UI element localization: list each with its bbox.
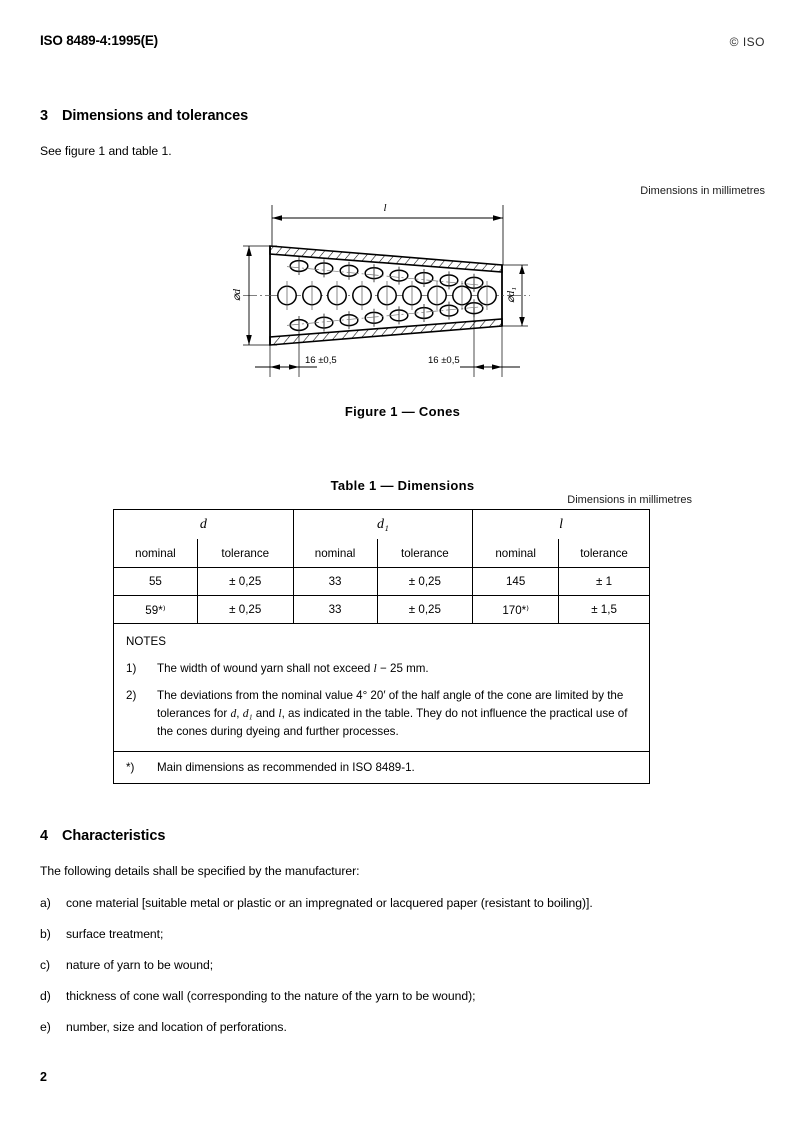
list-item-d-text: thickness of cone wall (corresponding to… (66, 989, 476, 1003)
list-item: c) nature of yarn to be wound; (40, 958, 213, 972)
table-footnote-row: *) Main dimensions as recommended in ISO … (113, 750, 650, 784)
clause-4-number: 4 (40, 828, 48, 844)
subheader-d1-nominal: nominal (292, 539, 378, 568)
group-header-d1: d₁ (292, 509, 474, 539)
footnote-text: Main dimensions as recommended in ISO 84… (157, 760, 415, 774)
cell-d1-nominal-2: 33 (292, 595, 378, 624)
subheader-l-nominal: nominal (472, 539, 560, 568)
edge-dimension-right: 16 ±0,5 (428, 308, 520, 377)
list-item-c-text: nature of yarn to be wound; (66, 958, 214, 972)
figure-units-note: Dimensions in millimetres (640, 185, 765, 197)
cell-d-tolerance-1: ± 0,25 (196, 567, 294, 596)
length-dimension: l (271, 202, 504, 265)
clause-4-heading: 4 Characteristics (40, 828, 165, 844)
edge-dimension-left: 16 ±0,5 (255, 334, 337, 377)
cell-l-tolerance-1: ± 1 (558, 567, 650, 596)
cone-technical-drawing-svg: l (231, 202, 530, 377)
length-dimension-label: l (383, 202, 386, 214)
diameter-small-label: ⌀d₁ (505, 287, 517, 303)
edge-dimension-right-label: 16 ±0,5 (428, 355, 460, 366)
list-item: a) cone material [suitable metal or plast… (40, 896, 593, 910)
list-item-b-label: b) (40, 927, 51, 941)
note-item-2: 2) The deviations from the nominal value … (126, 687, 637, 741)
subheader-d1-tolerance: tolerance (376, 539, 474, 568)
note-1-text: The width of wound yarn shall not exceed… (157, 661, 429, 675)
figure-1-caption: Figure 1 — Cones (344, 404, 461, 419)
table-row: 55 ± 0,25 33 ± 0,25 145 ± 1 (113, 567, 650, 596)
list-item-b-text: surface treatment; (66, 927, 164, 941)
page-header: ISO 8489-4:1995(E) © ISO (40, 33, 765, 53)
cell-l-tolerance-2: ± 1,5 (558, 595, 650, 624)
clause-3-title: Dimensions and tolerances (62, 108, 249, 124)
standard-reference: ISO 8489-4:1995(E) (40, 33, 158, 48)
clause-4-intro: The following details shall be specified… (40, 864, 360, 878)
edge-dimension-left-label: 16 ±0,5 (305, 355, 337, 366)
cell-d-tolerance-2: ± 0,25 (196, 595, 294, 624)
table-row: 59*⁾ ± 0,25 33 ± 0,25 170*⁾ ± 1,5 (113, 595, 650, 624)
clause-4-title: Characteristics (62, 828, 166, 844)
subheader-d-nominal: nominal (113, 539, 198, 568)
list-item-a-label: a) (40, 896, 51, 910)
table-1-caption: Table 1 — Dimensions (330, 478, 475, 493)
list-item: d) thickness of cone wall (corresponding … (40, 989, 475, 1003)
figure-1-cone-drawing: l (225, 195, 545, 385)
subheader-d-tolerance: tolerance (196, 539, 294, 568)
table-notes: NOTES 1) The width of wound yarn shall no… (113, 623, 650, 752)
copyright-notice: © ISO (729, 35, 765, 49)
table-group-header-row: d d₁ l (113, 509, 650, 539)
notes-title: NOTES (126, 635, 166, 648)
page-number: 2 (40, 1070, 47, 1084)
group-header-d: d (113, 509, 294, 539)
group-header-l: l (472, 509, 650, 539)
dimensions-table: d d₁ l nominal tolerance nominal toleran… (113, 509, 650, 784)
clause-3-heading: 3 Dimensions and tolerances (40, 108, 248, 124)
diameter-large-label: ⌀d (231, 288, 243, 301)
table-units-note: Dimensions in millimetres (567, 494, 692, 506)
list-item: e) number, size and location of perforati… (40, 1020, 287, 1034)
list-item-a-text: cone material [suitable metal or plastic… (66, 896, 593, 910)
note-item-1: 1) The width of wound yarn shall not exce… (126, 660, 637, 678)
diameter-large-dimension: ⌀d (231, 245, 277, 346)
cell-d1-tolerance-1: ± 0,25 (376, 567, 474, 596)
list-item-d-label: d) (40, 989, 51, 1003)
subheader-l-tolerance: tolerance (558, 539, 650, 568)
cell-d-nominal-2: 59*⁾ (113, 595, 198, 624)
cell-d1-tolerance-2: ± 0,25 (376, 595, 474, 624)
clause-3-intro: See figure 1 and table 1. (40, 144, 172, 158)
perforation-row-upper-centremarks (286, 257, 488, 292)
clause-3-number: 3 (40, 108, 48, 124)
note-1-label: 1) (126, 661, 137, 675)
cell-l-nominal-2: 170*⁾ (472, 595, 560, 624)
cell-l-nominal-1: 145 (472, 567, 560, 596)
list-item-e-text: number, size and location of perforation… (66, 1020, 287, 1034)
table-notes-row: NOTES 1) The width of wound yarn shall no… (113, 623, 650, 752)
list-item-c-label: c) (40, 958, 51, 972)
table-subheader-row: nominal tolerance nominal tolerance nomi… (113, 539, 650, 568)
list-item-e-label: e) (40, 1020, 51, 1034)
perforation-row-middle-centremarks (286, 281, 488, 310)
cone-body (269, 245, 503, 346)
note-2-text: The deviations from the nominal value 4°… (157, 688, 628, 738)
note-2-label: 2) (126, 688, 137, 702)
list-item: b) surface treatment; (40, 927, 163, 941)
table-footnote: *) Main dimensions as recommended in ISO … (113, 750, 650, 784)
footnote-label: *) (126, 760, 135, 774)
cell-d1-nominal-1: 33 (292, 567, 378, 596)
cell-d-nominal-1: 55 (113, 567, 198, 596)
